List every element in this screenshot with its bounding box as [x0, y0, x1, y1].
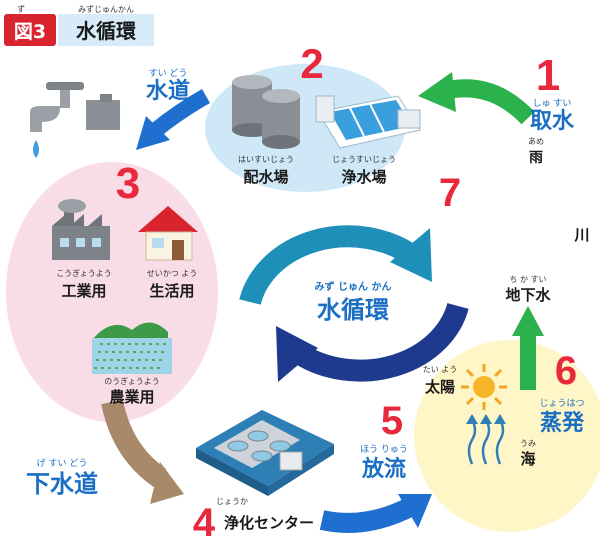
arrow-discharge — [319, 497, 417, 533]
jousuijo-label: 浄水場 — [341, 168, 386, 186]
treatment-label: 浄化センター — [224, 514, 314, 532]
gesuido-label: 下水道 — [26, 470, 98, 498]
evaporation-label: 蒸発 — [540, 411, 585, 436]
kogyo-ruby: こうぎょうよう — [56, 268, 112, 278]
suido-label: 水道 — [146, 78, 190, 104]
sun-sea-zone — [414, 340, 600, 532]
umi-label: 海 — [520, 450, 535, 468]
intake-ruby: しゅ すい — [533, 98, 572, 109]
water-plant-icon — [315, 95, 421, 149]
step-6-number: 6 — [555, 349, 577, 393]
arrow-discharge-head — [398, 494, 432, 528]
cycle-arrowhead-upper — [390, 228, 432, 282]
step-4-number: 4 — [193, 501, 216, 541]
chikasui-label: 地下水 — [505, 286, 551, 304]
arrow-sewer — [101, 399, 167, 488]
figure-title-box — [58, 14, 154, 46]
nogyo-ruby: のうぎょうよう — [104, 376, 160, 386]
cycle-arrowhead-lower — [276, 326, 318, 382]
center-label-ruby: みず じゅん かん — [315, 280, 392, 293]
discharge-label: 放流 — [361, 456, 406, 482]
cycle-arrow-lower — [294, 302, 469, 382]
jousuijo-ruby: じょうすいじょう — [332, 155, 396, 164]
intake-label: 取水 — [530, 109, 575, 134]
ame-label: 雨 — [529, 150, 543, 166]
cycle-arrow-upper — [239, 225, 416, 306]
haisuijo-ruby: はいすいじょう — [238, 155, 294, 164]
arrow-sewer-head — [150, 462, 184, 504]
step-2-number: 2 — [300, 40, 323, 87]
treatment-center-icon — [196, 410, 334, 496]
arrow-supply-head — [136, 116, 170, 150]
arrow-supply — [150, 89, 210, 137]
step-7-number: 7 — [439, 171, 461, 215]
arrow-intake-head — [418, 72, 456, 112]
step-3-number: 3 — [116, 159, 140, 208]
water-tank-icon — [232, 75, 300, 149]
seikatsu-ruby: せいかつ よう — [147, 269, 198, 278]
figure-badge — [4, 14, 56, 46]
figure-badge-label: 図3 — [14, 21, 46, 43]
kogyo-label: 工業用 — [61, 282, 106, 300]
umi-ruby: うみ — [520, 439, 536, 448]
figure-header: ず 図3 みずじゅんかん 水循環 — [4, 4, 154, 46]
rice-field-icon — [92, 322, 172, 374]
center-label: 水循環 — [317, 296, 390, 324]
figure-badge-ruby: ず — [17, 4, 25, 14]
house-icon — [138, 206, 198, 261]
haisuijo-label: 配水場 — [243, 168, 288, 186]
arrow-evaporation-head — [512, 306, 544, 336]
gesuido-ruby: げ すい どう — [37, 458, 88, 469]
discharge-ruby: ほう りゅう — [360, 444, 408, 455]
sun-icon — [461, 364, 507, 410]
step-1-number: 1 — [536, 51, 560, 100]
center-cycle: みず じゅん かん 水循環 — [239, 225, 469, 382]
chikasui-ruby: ち か すい — [509, 275, 546, 284]
kawa-label: 川 — [573, 226, 589, 244]
evaporation-icon — [466, 414, 506, 465]
ame-ruby: あめ — [528, 137, 544, 146]
figure-title-ruby: みずじゅんかん — [78, 4, 134, 14]
figure-title: 水循環 — [76, 19, 137, 43]
step-5-number: 5 — [381, 399, 403, 443]
factory-icon — [52, 199, 110, 260]
suido-ruby: すい どう — [149, 68, 188, 79]
treatment-ruby: じょうか — [216, 497, 248, 506]
evaporation-ruby: じょうはつ — [539, 398, 584, 409]
faucet-icon — [30, 82, 120, 158]
taiyo-label: 太陽 — [425, 378, 455, 396]
taiyo-ruby: たい よう — [423, 365, 458, 374]
seikatsu-label: 生活用 — [149, 282, 194, 300]
nogyo-label: 農業用 — [109, 388, 154, 406]
